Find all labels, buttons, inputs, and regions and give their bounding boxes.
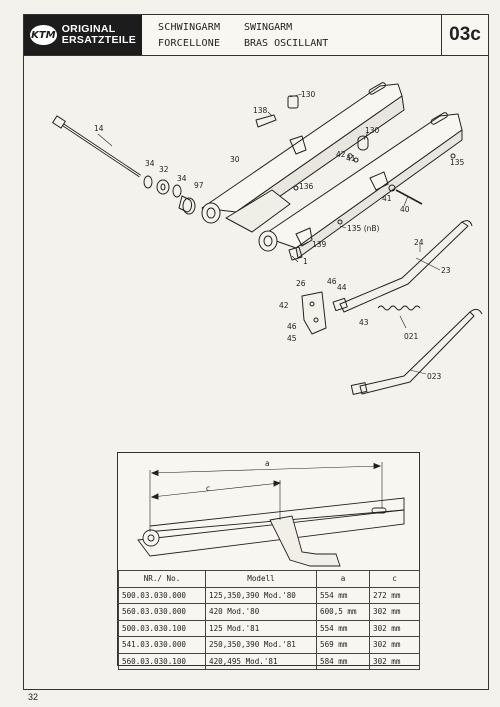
logo-text: ORIGINAL ERSATZTEILE <box>62 24 136 46</box>
logo-line-original: ORIGINAL <box>61 23 116 35</box>
dimension-c: 302 mm <box>369 619 420 637</box>
part-number: 500.03.030.100 <box>118 619 206 637</box>
table-row: 560.03.030.000 420 Mod.'80 600,5 mm 302 … <box>118 603 420 621</box>
page-number: 32 <box>28 692 39 702</box>
callout-130-b: 130 <box>365 126 380 135</box>
page-header: KTM ORIGINAL ERSATZTEILE SCHWINGARM SWIN… <box>23 14 489 56</box>
dimension-a-label: a <box>265 459 270 468</box>
title-block: SCHWINGARM SWINGARM FORCELLONE BRAS OSCI… <box>142 15 441 55</box>
main-stand-023 <box>350 308 483 395</box>
callout-42: 42 <box>336 150 346 159</box>
callout-139: 139 <box>312 240 327 249</box>
callout-46-b: 46 <box>287 322 297 331</box>
dimension-c: 302 mm <box>369 636 420 654</box>
callout-23: 23 <box>441 266 451 275</box>
col-header-part-number: NR./ No. <box>118 570 206 588</box>
model: 420 Mod.'80 <box>205 603 317 621</box>
dimension-c-label: c <box>206 484 210 493</box>
part-number: 500.03.030.000 <box>118 586 206 604</box>
callout-021: 021 <box>404 332 419 341</box>
leader-lines <box>97 93 441 375</box>
swingarm-body <box>201 82 463 259</box>
dimension-c: 302 mm <box>369 603 420 621</box>
callout-1: 1 <box>303 257 308 266</box>
callout-135: 135 <box>450 158 465 167</box>
callout-023: 023 <box>427 372 442 381</box>
logo-line-ersatzteile: ERSATZTEILE <box>61 34 136 46</box>
model: 125 Mod.'81 <box>205 619 317 637</box>
callout-14: 14 <box>94 124 104 133</box>
table-header-row: NR./ No. Modell a c <box>118 570 420 588</box>
part-number: 560.03.030.100 <box>118 652 206 670</box>
small-screws <box>293 153 456 225</box>
stand-bracket-26 <box>301 291 327 335</box>
dimension-c: 302 mm <box>369 652 420 670</box>
col-header-a: a <box>316 570 370 588</box>
callout-24: 24 <box>414 238 424 247</box>
callout-130: 130 <box>301 90 316 99</box>
spring-021 <box>377 305 421 311</box>
col-header-c: c <box>369 570 420 588</box>
callout-34-b: 34 <box>177 174 187 183</box>
callout-40: 40 <box>400 205 410 214</box>
col-header-model: Modell <box>205 570 317 588</box>
swingarm-spec-table: NR./ No. Modell a c 500.03.030.000 125,3… <box>118 570 420 670</box>
title-italian: FORCELLONE <box>158 37 221 49</box>
rubber-block-1 <box>288 246 303 261</box>
callout-26: 26 <box>296 279 306 288</box>
callout-41: 41 <box>346 154 356 163</box>
callout-46: 46 <box>327 277 337 286</box>
content-frame <box>23 56 489 690</box>
bushing-washers <box>143 175 196 215</box>
callout-43: 43 <box>359 318 369 327</box>
table-row: 500.03.030.100 125 Mod.'81 554 mm 302 mm <box>118 619 420 637</box>
dimension-c: 272 mm <box>369 586 420 604</box>
dimension-a: 584 mm <box>316 652 370 670</box>
dimension-a: 554 mm <box>316 619 370 637</box>
callout-41-b: 41 <box>382 194 392 203</box>
table-row: 560.03.030.100 420,495 Mod.'81 584 mm 30… <box>118 652 420 670</box>
dimension-a: 569 mm <box>316 636 370 654</box>
side-stand-23 <box>332 220 473 313</box>
callout-32: 32 <box>159 165 169 174</box>
ktm-logo-mark: KTM <box>30 25 57 45</box>
model: 125,350,390 Mod.'80 <box>205 586 317 604</box>
callout-34: 34 <box>145 159 155 168</box>
callout-44: 44 <box>337 283 347 292</box>
title-german: SCHWINGARM <box>158 21 221 33</box>
callout-135-nb: 135 (nB) <box>347 224 380 233</box>
callout-97: 97 <box>194 181 204 190</box>
section-code: 03c <box>441 15 488 55</box>
title-english: SWINGARM <box>244 21 293 33</box>
dimension-a: 600,5 mm <box>316 603 370 621</box>
bolt-40 <box>388 184 423 205</box>
table-row: 541.03.030.000 250,350,390 Mod.'81 569 m… <box>118 636 420 654</box>
ktm-logo: KTM ORIGINAL ERSATZTEILE <box>24 15 142 55</box>
table-row: 500.03.030.000 125,350,390 Mod.'80 554 m… <box>118 586 420 604</box>
callout-136: 136 <box>299 182 314 191</box>
callout-138: 138 <box>253 106 268 115</box>
callout-30: 30 <box>230 155 240 164</box>
part-number: 560.03.030.000 <box>118 603 206 621</box>
callout-45: 45 <box>287 334 297 343</box>
part-number: 541.03.030.000 <box>118 636 206 654</box>
dimension-a: 554 mm <box>316 586 370 604</box>
chain-slider-138 <box>255 114 277 128</box>
callout-labels: 14 34 32 34 97 30 138 130 130 42 41 135 … <box>94 90 465 381</box>
model: 250,350,390 Mod.'81 <box>205 636 317 654</box>
swingarm-axle <box>52 115 141 178</box>
callout-42-b: 42 <box>279 301 289 310</box>
title-french: BRAS OSCILLANT <box>244 37 329 49</box>
model: 420,495 Mod.'81 <box>205 652 317 670</box>
